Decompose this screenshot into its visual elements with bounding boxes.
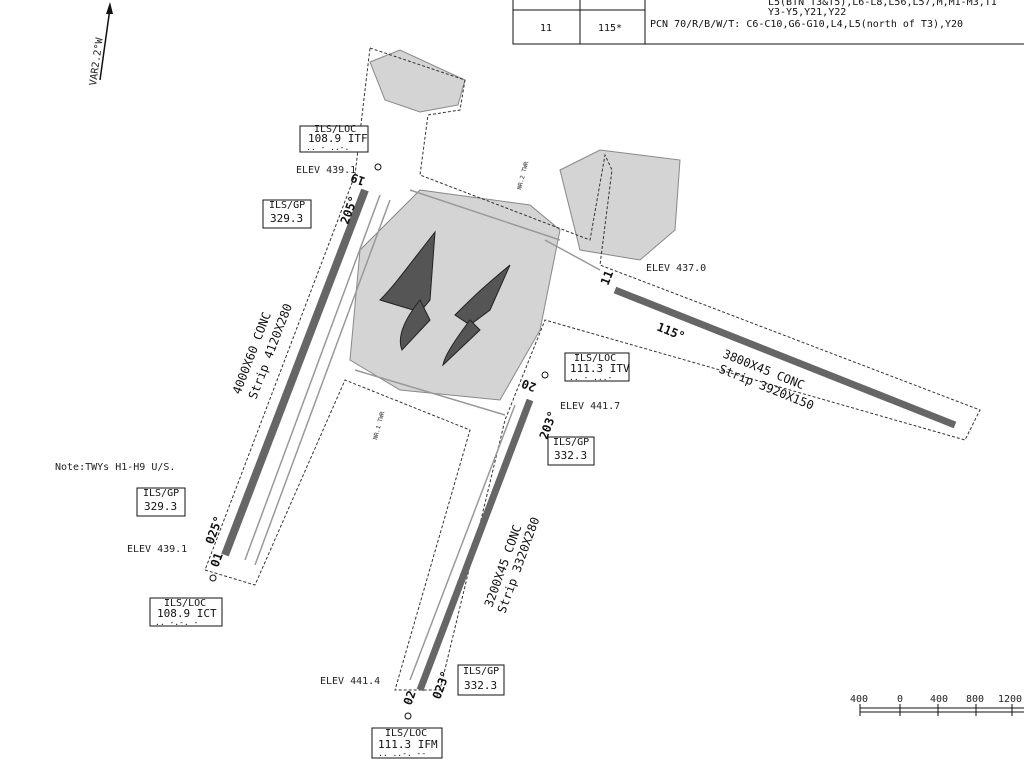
pcn-table-rwy: 11 <box>540 23 552 34</box>
scale-bar: 400 0 400 800 1200 <box>850 694 1024 716</box>
ils-gp-bottom: ILS/GP 332.3 <box>457 664 505 696</box>
navaid-markers <box>209 163 549 720</box>
svg-text:ILS/LOC: ILS/LOC <box>385 728 427 739</box>
elevation-label: ELEV 441.4 <box>320 676 380 687</box>
ils-gp-left: ILS/GP 329.3 <box>136 487 186 517</box>
aerodrome-boundary <box>204 47 981 691</box>
svg-text:111.3 IFM: 111.3 IFM <box>378 738 438 751</box>
ils-loc-itv: ILS/LOC 111.3 ITV .. - ...- <box>564 352 630 382</box>
runway-02-20 <box>416 398 534 692</box>
svg-text:108.9 ITF: 108.9 ITF <box>308 132 368 145</box>
ils-loc-ifm: ILS/LOC 111.3 IFM .. ..-. -- <box>371 727 443 759</box>
runway-heading-023: 023° <box>430 669 453 701</box>
pcn-table-line: PCN 70/R/B/W/T: C6-C10,G6-G10,L4,L5(nort… <box>650 19 963 30</box>
runways <box>221 188 957 692</box>
ils-gp-mid: ILS/GP 332.3 <box>547 436 595 466</box>
terminals <box>379 230 511 367</box>
scale-tick: 400 <box>930 694 948 705</box>
svg-text:.. - ...-: .. - ...- <box>569 373 612 382</box>
svg-text:ILS/LOC: ILS/LOC <box>164 598 206 609</box>
tower-label-nr1: NR.1 TWR <box>372 410 386 440</box>
svg-text:ILS/LOC: ILS/LOC <box>574 353 616 364</box>
svg-text:ILS/GP: ILS/GP <box>553 437 589 448</box>
svg-text:332.3: 332.3 <box>554 449 587 462</box>
elevation-label: ELEV 439.1 <box>296 165 356 176</box>
svg-text:332.3: 332.3 <box>464 679 497 692</box>
pcn-table-heading: 115* <box>598 23 622 34</box>
runway-end-20: 20 <box>520 376 538 394</box>
svg-text:329.3: 329.3 <box>144 500 177 513</box>
pcn-table-line: Y3-Y5,Y21,Y22 <box>768 7 846 18</box>
svg-text:ILS/GP: ILS/GP <box>143 488 179 499</box>
ils-gp-top: ILS/GP 329.3 <box>262 199 312 229</box>
svg-text:.. - ..-.: .. - ..-. <box>306 143 349 152</box>
pcn-table: 11 115* L5(BTN T3&T5),L6-L8,L56,L57,M,M1… <box>512 0 1024 45</box>
svg-text:329.3: 329.3 <box>270 212 303 225</box>
svg-text:ILS/GP: ILS/GP <box>463 666 499 677</box>
runway-heading-115: 115° <box>655 320 687 344</box>
svg-text:ILS/GP: ILS/GP <box>269 200 305 211</box>
svg-text:111.3 ITV: 111.3 ITV <box>570 362 630 375</box>
runway-end-19: 19 <box>349 170 367 188</box>
tower-label-nr2: NR.2 TWR <box>516 160 530 190</box>
scale-tick: 0 <box>897 694 903 705</box>
runway-11-29 <box>613 286 957 429</box>
ils-loc-itf: ILS/LOC 108.9 ITF .. - ..-. <box>299 124 369 153</box>
runway-end-02: 02 <box>401 689 419 707</box>
runway-01-19 <box>221 188 369 557</box>
scale-tick: 800 <box>966 694 984 705</box>
runway-end-01: 01 <box>208 551 226 569</box>
svg-text:108.9 ICT: 108.9 ICT <box>157 607 217 620</box>
north-arrow: VAR2.2°W <box>88 2 113 86</box>
scale-tick: 1200 <box>998 694 1022 705</box>
svg-text:ILS/LOC: ILS/LOC <box>314 124 356 135</box>
pcn-table-line: L5(BTN T3&T5),L6-L8,L56,L57,M,M1-M3,T1 <box>768 0 997 8</box>
svg-text:.. ..-. --: .. ..-. -- <box>378 749 426 758</box>
svg-text:.. -.-. -: .. -.-. - <box>155 618 198 627</box>
runway-end-11: 11 <box>598 268 616 287</box>
runway-heading-025: 025° <box>203 514 226 546</box>
elevation-label: ELEV 439.1 <box>127 544 187 555</box>
note-text: Note:TWYs H1-H9 U/S. <box>55 462 175 473</box>
taxiways <box>244 189 601 681</box>
elevation-label: ELEV 441.7 <box>560 401 620 412</box>
scale-tick: 400 <box>850 694 868 705</box>
elevation-label: ELEV 437.0 <box>646 263 706 274</box>
ils-loc-ict: ILS/LOC 108.9 ICT .. -.-. - <box>149 597 223 627</box>
